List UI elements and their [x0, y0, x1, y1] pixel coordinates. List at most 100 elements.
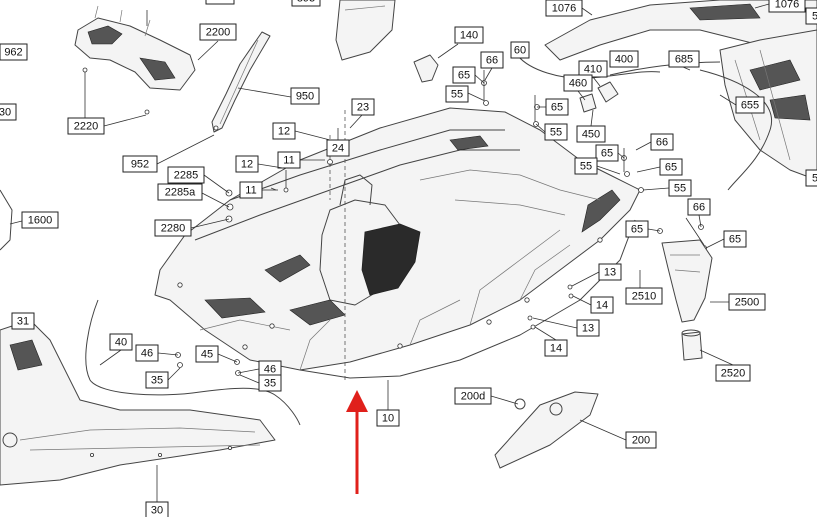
callout-box — [625, 220, 649, 238]
callout-leader-2280 — [190, 218, 230, 229]
callout-label: 45 — [201, 349, 213, 361]
callout-box — [574, 157, 598, 175]
part-1600-edge — [0, 189, 13, 251]
callout-66c: 66 — [687, 198, 711, 216]
callout-leader-1600 — [9, 220, 23, 225]
callout-2285: 2285 — [167, 166, 205, 184]
callout-label: 35 — [264, 378, 276, 390]
callout-box — [452, 66, 476, 84]
callout-1076a: 1076 — [545, 0, 583, 17]
callout-200d: 200d — [454, 387, 492, 405]
callout-box — [157, 183, 203, 201]
part-140-clip — [413, 43, 459, 83]
callout-65f: 65 — [723, 230, 747, 248]
callout-box — [351, 98, 375, 116]
callout-leader-952 — [156, 134, 215, 165]
callout-leader-55a — [467, 92, 486, 102]
part-40-cable — [85, 299, 301, 426]
callout-14a: 14 — [590, 296, 614, 314]
callout-65e: 65 — [625, 220, 649, 238]
callout-box — [768, 0, 806, 13]
callout-2520: 2520 — [715, 364, 751, 382]
callout-box — [510, 41, 530, 59]
callout-box — [235, 155, 259, 173]
callout-box — [258, 374, 282, 392]
callout-box — [659, 158, 683, 176]
callout-label: 1076 — [552, 3, 576, 15]
callout-box — [625, 431, 657, 449]
callout-label: 5 — [812, 173, 817, 185]
callout-leader-2520 — [699, 349, 734, 366]
callout-box — [590, 296, 614, 314]
callout-leader-66b — [635, 141, 652, 151]
callout-leader-12a — [294, 130, 331, 141]
callout-box — [723, 230, 747, 248]
callout-label: 12 — [241, 159, 253, 171]
callout-10: 10 — [376, 409, 400, 427]
callout-box — [277, 151, 301, 169]
callout-top-2: 893 — [291, 0, 321, 7]
callout-label: 2280 — [161, 223, 185, 235]
part-655-hose — [699, 69, 773, 191]
part-685-wire — [609, 61, 721, 76]
callout-box — [545, 0, 583, 17]
callout-12b: 12 — [235, 155, 259, 173]
callout-label: 400 — [615, 54, 633, 66]
callout-31: 31 — [11, 312, 35, 330]
callout-leader-23 — [349, 114, 363, 129]
callout-label: 40 — [115, 337, 127, 349]
callout-450: 450 — [576, 125, 606, 143]
callout-box — [454, 26, 484, 44]
callout-label: 304 — [211, 0, 229, 3]
callout-leader-55d — [642, 187, 670, 191]
callout-box — [576, 125, 606, 143]
callout-label: 140 — [460, 30, 478, 42]
callout-box — [687, 198, 711, 216]
callout-40: 40 — [109, 333, 133, 351]
callout-2220: 2220 — [67, 117, 105, 135]
callout-11b: 11 — [239, 181, 263, 199]
callout-leader-66c — [698, 214, 702, 228]
part-30-side-panel — [0, 319, 276, 486]
callout-962: 962 — [0, 43, 28, 61]
callout-label: 11 — [245, 185, 256, 197]
callout-box — [145, 501, 169, 517]
callout-65c: 65 — [595, 144, 619, 162]
callout-leader-65c — [617, 152, 625, 159]
callout-label: 55 — [580, 161, 592, 173]
callout-65d: 65 — [659, 158, 683, 176]
callout-label: 1600 — [28, 215, 52, 227]
callout-label: 65 — [729, 234, 741, 246]
callout-label: 200d — [461, 391, 485, 403]
callout-leader-35b — [239, 374, 260, 384]
callout-23: 23 — [351, 98, 375, 116]
callout-label: 10 — [382, 413, 394, 425]
callout-box — [650, 133, 674, 151]
callout-box — [445, 85, 469, 103]
callout-55a: 55 — [445, 85, 469, 103]
callout-label: 55 — [451, 89, 463, 101]
callout-box — [545, 98, 569, 116]
callout-box — [199, 23, 237, 41]
callout-label: 11 — [283, 155, 294, 167]
callout-label: 66 — [486, 55, 498, 67]
part-1076-panel — [544, 0, 817, 181]
callout-label: 14 — [596, 300, 608, 312]
callout-140: 140 — [454, 26, 484, 44]
callout-65b: 65 — [545, 98, 569, 116]
callout-leader-66a — [484, 67, 493, 81]
callout-edge-5b: 5 — [805, 169, 817, 187]
callout-leader-55c — [596, 165, 621, 175]
callout-leader-55b — [535, 123, 546, 133]
callout-leader-950 — [237, 87, 292, 98]
callout-label: 2285a — [165, 187, 196, 199]
callout-24: 24 — [326, 139, 350, 157]
callout-2200: 2200 — [199, 23, 237, 41]
callout-label: 962 — [4, 47, 22, 59]
callout-label: 950 — [296, 91, 314, 103]
callout-box — [728, 293, 766, 311]
callout-label: 60 — [514, 45, 526, 57]
callout-55b: 55 — [544, 123, 568, 141]
part-200-cover — [494, 391, 599, 469]
